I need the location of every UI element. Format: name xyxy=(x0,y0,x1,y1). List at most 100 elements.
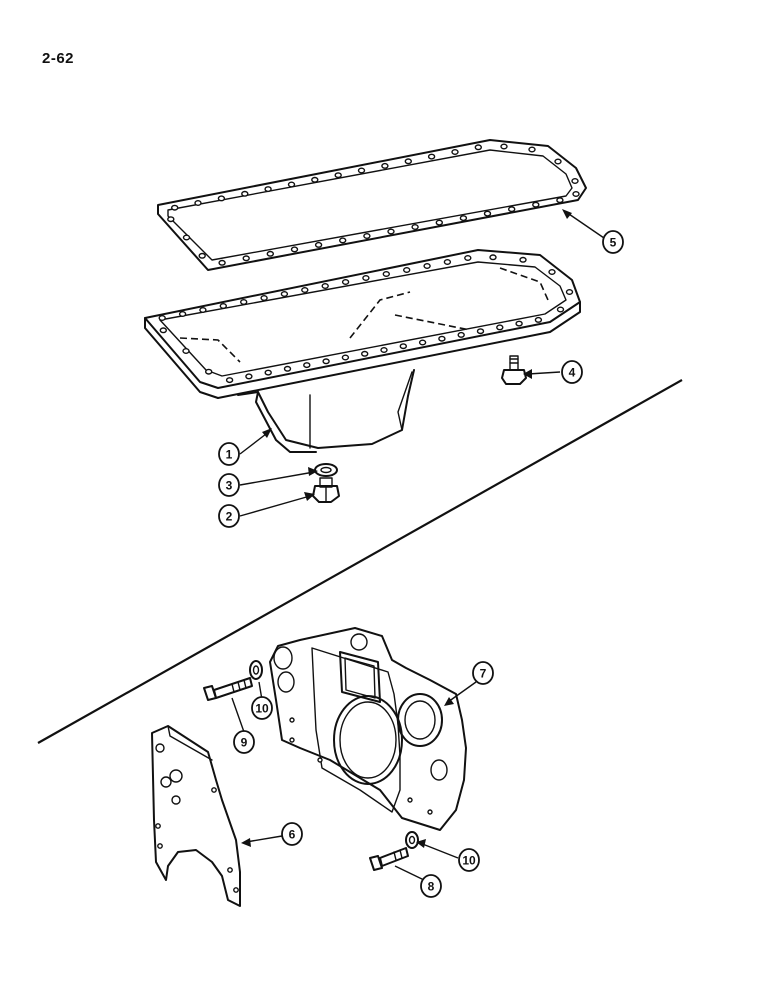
drain-plug-washer xyxy=(314,463,338,477)
bolt-hole xyxy=(381,162,389,169)
callout-c10b: 10 xyxy=(458,848,480,872)
upper-bolt xyxy=(203,677,253,701)
callout-c10a: 10 xyxy=(251,696,273,720)
upper-washer xyxy=(249,660,263,680)
bolt-hole xyxy=(404,158,412,165)
callout-circle xyxy=(472,661,494,685)
bolt-hole xyxy=(519,256,527,263)
bolt-hole xyxy=(418,339,427,346)
bolt-hole xyxy=(438,335,446,342)
callout-label: 7 xyxy=(480,667,487,681)
bolt-hole xyxy=(476,328,485,335)
bolt-hole xyxy=(435,219,443,226)
callout-c1: 1 xyxy=(218,442,240,466)
bolt-hole xyxy=(357,167,366,174)
callout-circle xyxy=(218,504,240,528)
bolt-hole xyxy=(245,373,253,380)
bolt-hole xyxy=(158,315,166,322)
bolt-hole xyxy=(290,246,299,253)
bolt-hole xyxy=(182,348,190,355)
callout-circle xyxy=(233,730,255,754)
section-divider-line xyxy=(37,379,683,744)
callouts: 1 2 3 4 5 6 7 8 9 10 10 xyxy=(218,230,624,898)
bolt-hole xyxy=(159,327,168,334)
callout-c5: 5 xyxy=(602,230,624,254)
bolt-hole xyxy=(217,195,226,202)
callout-label: 3 xyxy=(226,479,233,493)
bolt-hole xyxy=(194,199,202,206)
callout-c6: 6 xyxy=(281,822,303,846)
callout-circle xyxy=(218,473,240,497)
bolt-hole xyxy=(554,158,562,165)
bolt-hole xyxy=(266,250,274,257)
bolt-hole xyxy=(427,153,436,160)
callout-circle xyxy=(602,230,624,254)
bolt-hole xyxy=(459,215,468,222)
leader-lines xyxy=(231,209,605,881)
bolt-hole xyxy=(451,148,459,155)
bolt-hole xyxy=(508,206,516,213)
bolt-hole xyxy=(314,241,323,248)
bolt-hole xyxy=(483,210,492,217)
bolt-hole xyxy=(264,186,272,193)
bolt-hole xyxy=(572,190,580,197)
callout-c9: 9 xyxy=(233,730,255,754)
bolt-hole xyxy=(399,343,407,350)
bolt-hole xyxy=(239,299,248,306)
pan-bolt xyxy=(501,355,527,385)
bolt-hole xyxy=(411,223,419,230)
callout-label: 10 xyxy=(462,854,476,868)
bolt-hole xyxy=(219,303,228,310)
lower-bolt xyxy=(369,847,409,871)
bolt-hole xyxy=(301,287,309,294)
bolt-hole xyxy=(382,271,390,278)
bolt-hole xyxy=(225,377,234,384)
bolt-hole xyxy=(556,197,564,204)
bolt-hole xyxy=(464,254,472,261)
bolt-hole xyxy=(287,181,296,188)
bolt-hole xyxy=(178,311,187,318)
bolt-hole xyxy=(548,269,556,276)
bolt-hole xyxy=(167,216,175,223)
spacer-plate xyxy=(151,725,241,907)
bolt-hole xyxy=(403,267,411,274)
oil-pan-gasket xyxy=(157,139,587,271)
callout-label: 1 xyxy=(226,448,233,462)
bolt-hole xyxy=(218,259,226,266)
bolt-hole xyxy=(515,320,523,327)
bolt-hole xyxy=(565,289,574,296)
callout-c3: 3 xyxy=(218,473,240,497)
bolt-hole xyxy=(571,177,579,184)
rear-plate xyxy=(269,627,467,831)
callout-label: 6 xyxy=(289,828,296,842)
bolt-hole xyxy=(496,324,504,331)
callout-circle xyxy=(561,360,583,384)
bolt-hole xyxy=(204,368,213,375)
bolt-hole xyxy=(321,283,329,290)
bolt-hole xyxy=(457,331,465,338)
bolt-hole xyxy=(500,143,508,150)
bolt-hole xyxy=(242,255,250,262)
bolt-hole xyxy=(341,354,350,361)
callout-label: 5 xyxy=(610,236,617,250)
bolt-hole xyxy=(489,254,497,261)
bolt-hole xyxy=(280,291,289,298)
bolt-hole xyxy=(363,232,371,239)
bolt-hole xyxy=(443,259,452,266)
bolt-hole xyxy=(283,365,292,372)
bolt-hole xyxy=(387,228,395,235)
bolt-hole xyxy=(264,369,272,376)
bolt-hole xyxy=(198,252,206,259)
bolt-hole xyxy=(241,190,249,197)
callout-circle xyxy=(251,696,273,720)
callout-label: 9 xyxy=(241,736,248,750)
callout-c4: 4 xyxy=(561,360,583,384)
callout-c7: 7 xyxy=(472,661,494,685)
bolt-hole xyxy=(339,237,347,244)
callout-c2: 2 xyxy=(218,504,240,528)
bolt-hole xyxy=(322,358,330,365)
callout-c8: 8 xyxy=(420,874,442,898)
oil-pan xyxy=(144,249,581,453)
callout-circle xyxy=(218,442,240,466)
